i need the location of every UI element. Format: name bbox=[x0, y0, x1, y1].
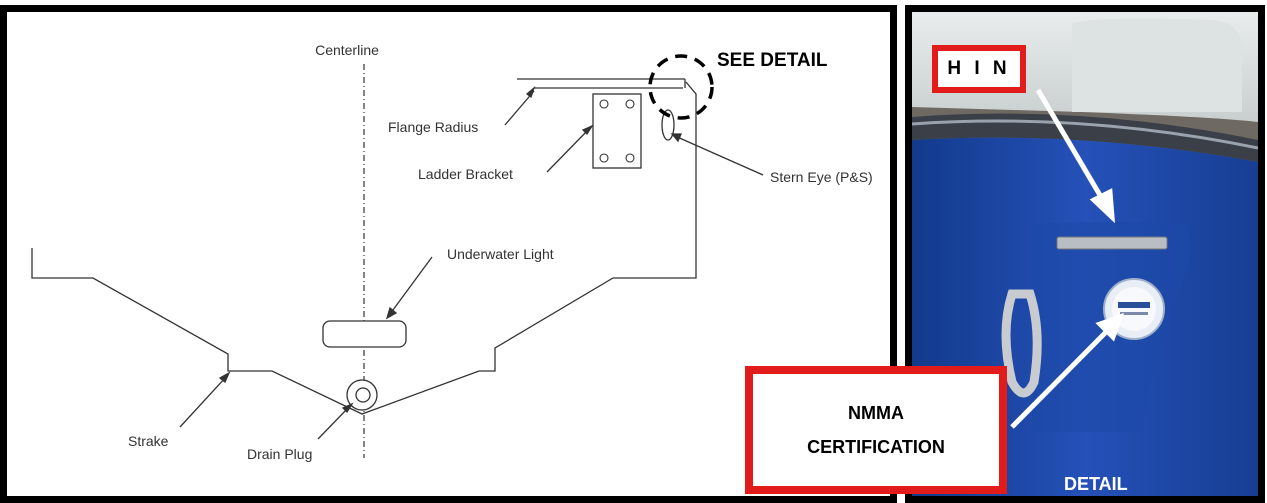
nmma-callout-box: NMMA CERTIFICATION bbox=[745, 366, 1007, 494]
stern-eye-shape bbox=[661, 109, 675, 141]
see-detail-circle bbox=[648, 54, 714, 120]
hin-callout-box: H I N bbox=[932, 45, 1026, 93]
hull-diagram-panel: Centerline SEE DETAIL bbox=[0, 5, 897, 503]
hull-diagram: Centerline SEE DETAIL bbox=[31, 42, 873, 462]
nmma-label-line1: NMMA bbox=[848, 403, 904, 423]
underwater-light-label: Underwater Light bbox=[447, 246, 554, 262]
leader-arrows bbox=[179, 85, 764, 440]
detail-photo-panel: H I N DETAIL bbox=[905, 5, 1265, 503]
hull-outline bbox=[31, 81, 697, 415]
centerline-label: Centerline bbox=[315, 42, 379, 58]
drain-plug-label: Drain Plug bbox=[247, 446, 312, 462]
flange-radius-label: Flange Radius bbox=[388, 119, 478, 135]
detail-label: DETAIL bbox=[1064, 474, 1128, 494]
ladder-bracket-label: Ladder Bracket bbox=[418, 166, 513, 182]
nmma-label-line2: CERTIFICATION bbox=[807, 437, 945, 457]
strake-label: Strake bbox=[128, 433, 169, 449]
stern-eye-label: Stern Eye (P&S) bbox=[770, 169, 873, 185]
see-detail-label: SEE DETAIL bbox=[717, 50, 828, 71]
underwater-light-shape bbox=[322, 320, 407, 348]
